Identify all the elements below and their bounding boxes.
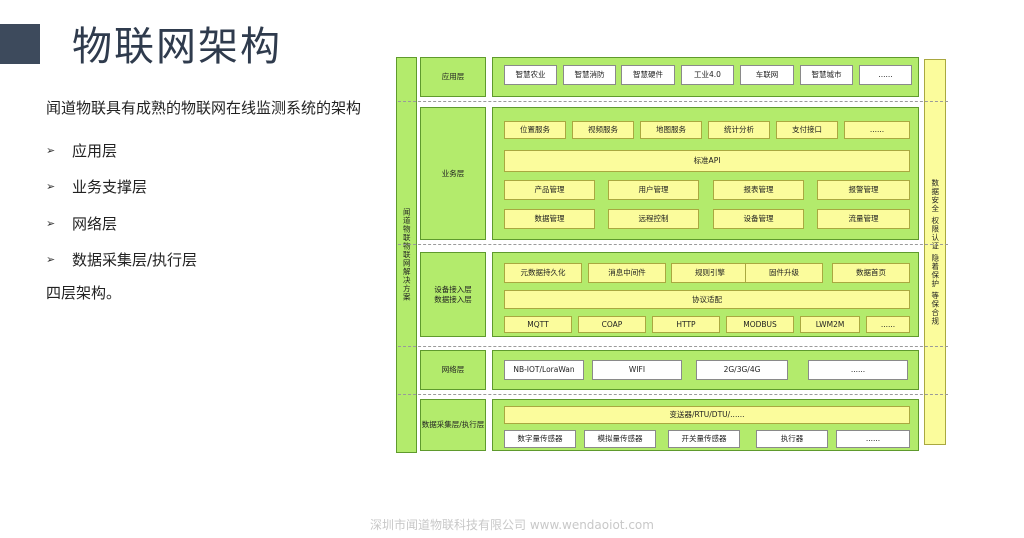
network-item: NB-IOT/LoraWan xyxy=(504,360,584,380)
arrow-bullet-icon: ➢ xyxy=(46,143,56,157)
protocol-item: COAP xyxy=(578,316,646,333)
app-item: 智慧消防 xyxy=(563,65,616,85)
protocol-item: MODBUS xyxy=(726,316,794,333)
bullet-item: ➢应用层 xyxy=(46,141,118,160)
right-security-label: 数据安全 权限认证 隐着保护 等保合规 xyxy=(924,59,946,445)
transmitter-bar: 变送器/RTU/DTU/...... xyxy=(504,406,910,424)
protocol-item: LWM2M xyxy=(800,316,860,333)
access-item: 规则引擎 xyxy=(671,263,749,283)
app-item: 智慧城市 xyxy=(800,65,853,85)
sensor-item: 开关量传感器 xyxy=(668,430,740,448)
app-item: 工业4.0 xyxy=(681,65,734,85)
layer-separator xyxy=(398,244,948,245)
network-item: 2G/3G/4G xyxy=(696,360,788,380)
footer-watermark: 深圳市闻道物联科技有限公司 www.wendaoiot.com xyxy=(370,518,654,532)
network-item: WIFI xyxy=(592,360,682,380)
architecture-diagram: 闻道物联物联网解决方案 数据安全 权限认证 隐着保护 等保合规 应用层 智慧农业… xyxy=(396,54,948,454)
app-item: ...... xyxy=(859,65,912,85)
outro-text: 四层架构。 xyxy=(46,284,122,302)
biz-service-item: 支付接口 xyxy=(776,121,838,139)
biz-mgmt-item: 数据管理 xyxy=(504,209,595,229)
biz-service-item: 地图服务 xyxy=(640,121,702,139)
title-accent-bar xyxy=(0,24,40,64)
biz-mgmt-item: 设备管理 xyxy=(713,209,804,229)
biz-mgmt-item: 报表管理 xyxy=(713,180,804,200)
protocol-item: ...... xyxy=(866,316,910,333)
biz-service-item: ...... xyxy=(844,121,910,139)
standard-api-bar: 标准API xyxy=(504,150,910,172)
protocol-item: HTTP xyxy=(652,316,720,333)
arrow-bullet-icon: ➢ xyxy=(46,253,56,267)
biz-mgmt-item: 流量管理 xyxy=(817,209,910,229)
biz-service-item: 位置服务 xyxy=(504,121,566,139)
layer-separator xyxy=(398,101,948,102)
biz-service-item: 统计分析 xyxy=(708,121,770,139)
layer-label-collect: 数据采集层/执行层 xyxy=(420,399,486,451)
sensor-item: 数字量传感器 xyxy=(504,430,576,448)
network-item: ...... xyxy=(808,360,908,380)
actuator-item: 执行器 xyxy=(756,430,828,448)
left-solution-label: 闻道物联物联网解决方案 xyxy=(396,57,417,453)
arrow-bullet-icon: ➢ xyxy=(46,180,56,194)
intro-text: 闻道物联具有成熟的物联网在线监测系统的架构 xyxy=(46,99,362,117)
biz-mgmt-item: 产品管理 xyxy=(504,180,595,200)
layer-label-app: 应用层 xyxy=(420,57,486,97)
layer-bullet-list: ➢应用层 ➢业务支撑层 ➢网络层 ➢数据采集层/执行层 xyxy=(46,132,197,278)
sensor-item: ...... xyxy=(836,430,910,448)
page-title: 物联网架构 xyxy=(72,24,282,70)
sensor-item: 模拟量传感器 xyxy=(584,430,656,448)
access-item: 固件升级 xyxy=(745,263,823,283)
arrow-bullet-icon: ➢ xyxy=(46,216,56,230)
protocol-adapter-bar: 协议适配 xyxy=(504,290,910,309)
bullet-item: ➢网络层 xyxy=(46,214,118,233)
bullet-item: ➢数据采集层/执行层 xyxy=(46,251,198,270)
biz-mgmt-item: 用户管理 xyxy=(608,180,699,200)
layer-separator xyxy=(398,394,948,395)
access-item: 数据首页 xyxy=(832,263,910,283)
layer-label-access: 设备接入层 数据接入层 xyxy=(420,252,486,337)
biz-mgmt-item: 远程控制 xyxy=(608,209,699,229)
biz-mgmt-item: 报警管理 xyxy=(817,180,910,200)
app-item: 智慧农业 xyxy=(504,65,557,85)
biz-service-item: 视频服务 xyxy=(572,121,634,139)
app-item: 车联网 xyxy=(740,65,794,85)
protocol-item: MQTT xyxy=(504,316,572,333)
layer-label-net: 网络层 xyxy=(420,350,486,390)
layer-label-biz: 业务层 xyxy=(420,107,486,240)
app-item: 智慧硬件 xyxy=(621,65,675,85)
layer-separator xyxy=(398,346,948,347)
bullet-item: ➢业务支撑层 xyxy=(46,178,148,197)
access-item: 元数据持久化 xyxy=(504,263,582,283)
access-item: 消息中间件 xyxy=(588,263,666,283)
